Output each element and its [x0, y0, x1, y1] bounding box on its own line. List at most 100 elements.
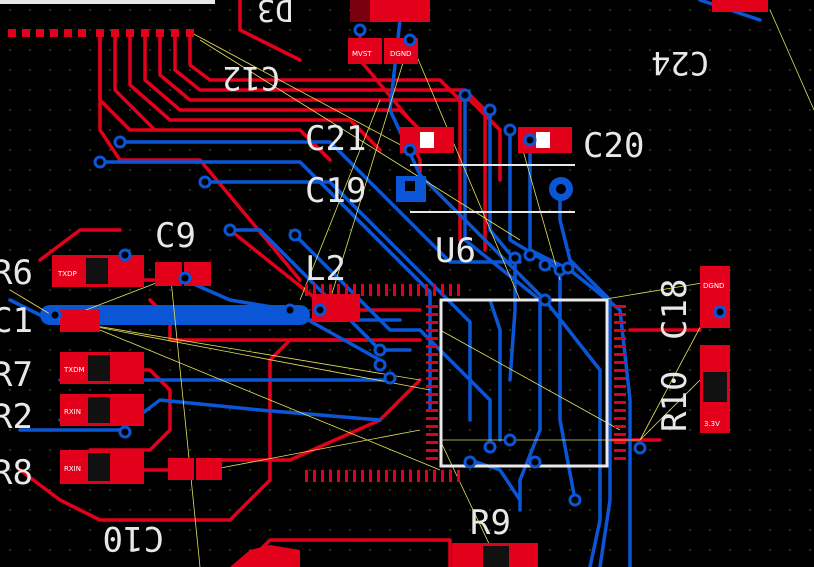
via[interactable]: [483, 103, 497, 117]
via[interactable]: [383, 371, 397, 385]
u6-pin[interactable]: [614, 393, 626, 396]
via[interactable]: [178, 271, 192, 285]
u6-pin[interactable]: [393, 470, 396, 482]
u6-pin[interactable]: [614, 369, 626, 372]
u6-pin[interactable]: [329, 284, 332, 296]
u6-pin[interactable]: [417, 470, 420, 482]
u6-pin[interactable]: [369, 284, 372, 296]
r6-footprint[interactable]: TXDP: [52, 255, 144, 287]
r2-footprint[interactable]: RXIN: [60, 394, 144, 426]
u6-pin[interactable]: [426, 441, 438, 444]
u6-pin[interactable]: [369, 470, 372, 482]
via[interactable]: [223, 223, 237, 237]
via[interactable]: [198, 175, 212, 189]
u6-pin[interactable]: [426, 337, 438, 340]
u6-pin[interactable]: [426, 417, 438, 420]
via[interactable]: [118, 425, 132, 439]
u6-pin[interactable]: [377, 284, 380, 296]
u6-pin[interactable]: [614, 441, 626, 444]
via[interactable]: [288, 228, 302, 242]
u6-pin[interactable]: [426, 313, 438, 316]
u6-pin[interactable]: [401, 284, 404, 296]
r10-footprint[interactable]: 3.3V: [700, 345, 730, 433]
u6-pin[interactable]: [614, 361, 626, 364]
u6-pin[interactable]: [426, 457, 438, 460]
u6-pin[interactable]: [614, 425, 626, 428]
u6-pin[interactable]: [425, 284, 428, 296]
via[interactable]: [713, 305, 727, 319]
u6-pin[interactable]: [614, 385, 626, 388]
u6-pin[interactable]: [426, 401, 438, 404]
via[interactable]: [483, 440, 497, 454]
via[interactable]: [373, 358, 387, 372]
u6-pin[interactable]: [457, 284, 460, 296]
u6-pin[interactable]: [426, 393, 438, 396]
via[interactable]: [373, 343, 387, 357]
u6-pin[interactable]: [361, 470, 364, 482]
via[interactable]: [353, 23, 367, 37]
via[interactable]: [538, 293, 552, 307]
u6-pin[interactable]: [426, 385, 438, 388]
via-layer[interactable]: [48, 23, 727, 507]
u6-pin[interactable]: [417, 284, 420, 296]
u6-pin[interactable]: [313, 470, 316, 482]
u6-pin[interactable]: [426, 409, 438, 412]
u6-pin[interactable]: [614, 305, 626, 308]
via[interactable]: [523, 248, 537, 262]
u6-pin[interactable]: [305, 470, 308, 482]
via[interactable]: [568, 493, 582, 507]
u6-pin[interactable]: [393, 284, 396, 296]
u6-pin[interactable]: [321, 470, 324, 482]
u6-pin[interactable]: [337, 470, 340, 482]
via[interactable]: [403, 143, 417, 157]
u6-pin[interactable]: [426, 433, 438, 436]
u6-pin[interactable]: [401, 470, 404, 482]
u6-pin[interactable]: [385, 284, 388, 296]
u6-footprint[interactable]: [305, 284, 626, 482]
via[interactable]: [283, 303, 297, 317]
u6-pin[interactable]: [345, 284, 348, 296]
via[interactable]: [538, 258, 552, 272]
copper-pour[interactable]: [230, 545, 300, 567]
via[interactable]: [93, 155, 107, 169]
u6-pin[interactable]: [345, 470, 348, 482]
u6-pin[interactable]: [361, 284, 364, 296]
r8-footprint[interactable]: RXIN: [60, 450, 144, 484]
u6-pin[interactable]: [614, 321, 626, 324]
u6-pin[interactable]: [337, 284, 340, 296]
via[interactable]: [118, 248, 132, 262]
u6-pin[interactable]: [614, 329, 626, 332]
via[interactable]: [48, 308, 62, 322]
via[interactable]: [503, 123, 517, 137]
c18-footprint[interactable]: DGND: [700, 266, 730, 328]
u6-pin[interactable]: [433, 470, 436, 482]
u6-pin[interactable]: [426, 321, 438, 324]
u6-pin[interactable]: [614, 417, 626, 420]
u6-pin[interactable]: [614, 409, 626, 412]
u6-pin[interactable]: [426, 449, 438, 452]
u6-pin[interactable]: [457, 470, 460, 482]
u6-pin[interactable]: [321, 284, 324, 296]
via[interactable]: [403, 33, 417, 47]
u6-pin[interactable]: [614, 345, 626, 348]
via[interactable]: [503, 433, 517, 447]
u6-pin[interactable]: [426, 305, 438, 308]
via[interactable]: [113, 135, 127, 149]
u6-pin[interactable]: [409, 284, 412, 296]
u6-pin[interactable]: [305, 284, 308, 296]
u6-pin[interactable]: [614, 353, 626, 356]
u6-pin[interactable]: [449, 284, 452, 296]
u6-pin[interactable]: [441, 284, 444, 296]
connector-pad-row[interactable]: [8, 29, 194, 37]
c1-pad[interactable]: [60, 310, 100, 332]
u6-pin[interactable]: [409, 470, 412, 482]
u6-pin[interactable]: [441, 470, 444, 482]
u6-pin[interactable]: [353, 470, 356, 482]
via[interactable]: [523, 133, 537, 147]
c24-pad[interactable]: [712, 0, 768, 12]
u6-pin[interactable]: [313, 284, 316, 296]
c21-footprint[interactable]: [400, 127, 454, 153]
r7-footprint[interactable]: TXDM: [60, 352, 144, 384]
u6-pin[interactable]: [426, 377, 438, 380]
